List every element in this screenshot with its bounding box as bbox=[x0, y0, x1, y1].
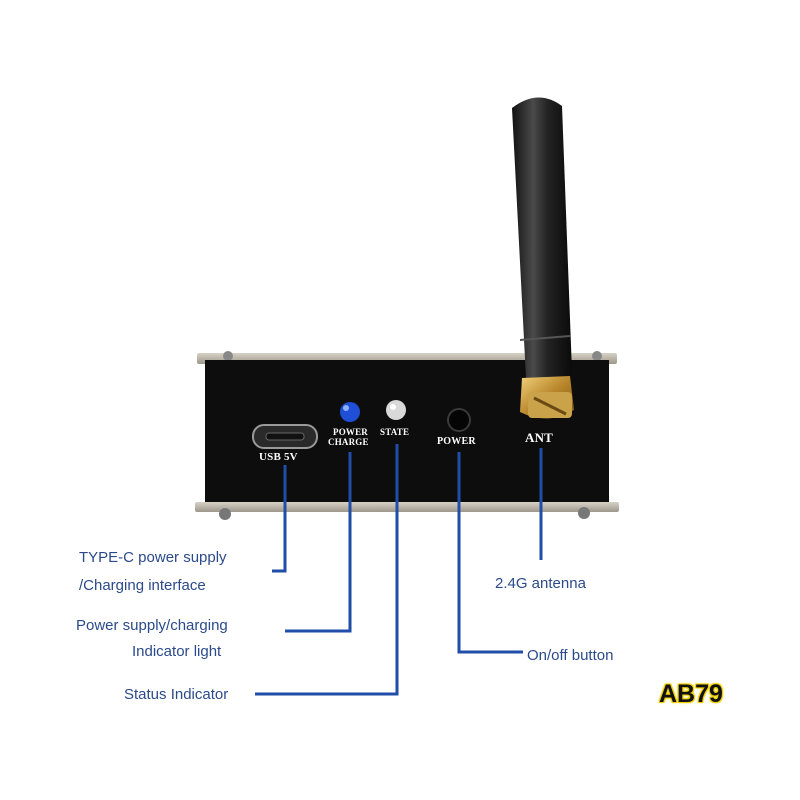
charge-led bbox=[340, 402, 360, 422]
bottom-screw-right bbox=[578, 507, 590, 519]
power-charge-label-bottom: CHARGE bbox=[328, 437, 369, 447]
power-button bbox=[447, 408, 471, 432]
state-led bbox=[386, 400, 406, 420]
bottom-screw-left bbox=[219, 508, 231, 520]
top-screw-left bbox=[223, 351, 233, 361]
callout-power-indicator-line2: Indicator light bbox=[132, 643, 222, 660]
leader-power-button bbox=[457, 452, 523, 654]
leader-state-led bbox=[255, 444, 399, 696]
state-label: STATE bbox=[380, 427, 410, 437]
usb-c-tongue bbox=[265, 432, 305, 441]
callout-power-indicator-line1: Power supply/charging bbox=[76, 617, 228, 634]
top-screw-right bbox=[592, 351, 602, 361]
callout-antenna: 2.4G antenna bbox=[495, 575, 586, 592]
bottom-plate bbox=[195, 502, 619, 512]
antenna-ring bbox=[519, 335, 571, 341]
state-led-highlight bbox=[390, 404, 396, 410]
callout-type-c-line2: /Charging interface bbox=[79, 577, 206, 594]
callout-on-off: On/off button bbox=[527, 647, 614, 664]
leader-usb bbox=[272, 465, 287, 573]
ant-label: ANT bbox=[525, 430, 554, 445]
usb-label: USB 5V bbox=[259, 451, 298, 463]
antenna-body bbox=[512, 97, 572, 381]
callout-type-c-line1: TYPE-C power supply bbox=[79, 549, 227, 566]
watermark: AB79 bbox=[659, 680, 723, 708]
leader-charge-led bbox=[285, 452, 352, 633]
callout-status-indicator: Status Indicator bbox=[124, 686, 229, 703]
connector-slot bbox=[533, 396, 567, 416]
power-label: POWER bbox=[437, 436, 476, 447]
charge-led-highlight bbox=[343, 405, 349, 411]
power-charge-label-top: POWER bbox=[333, 427, 369, 437]
leader-lines bbox=[255, 444, 543, 696]
